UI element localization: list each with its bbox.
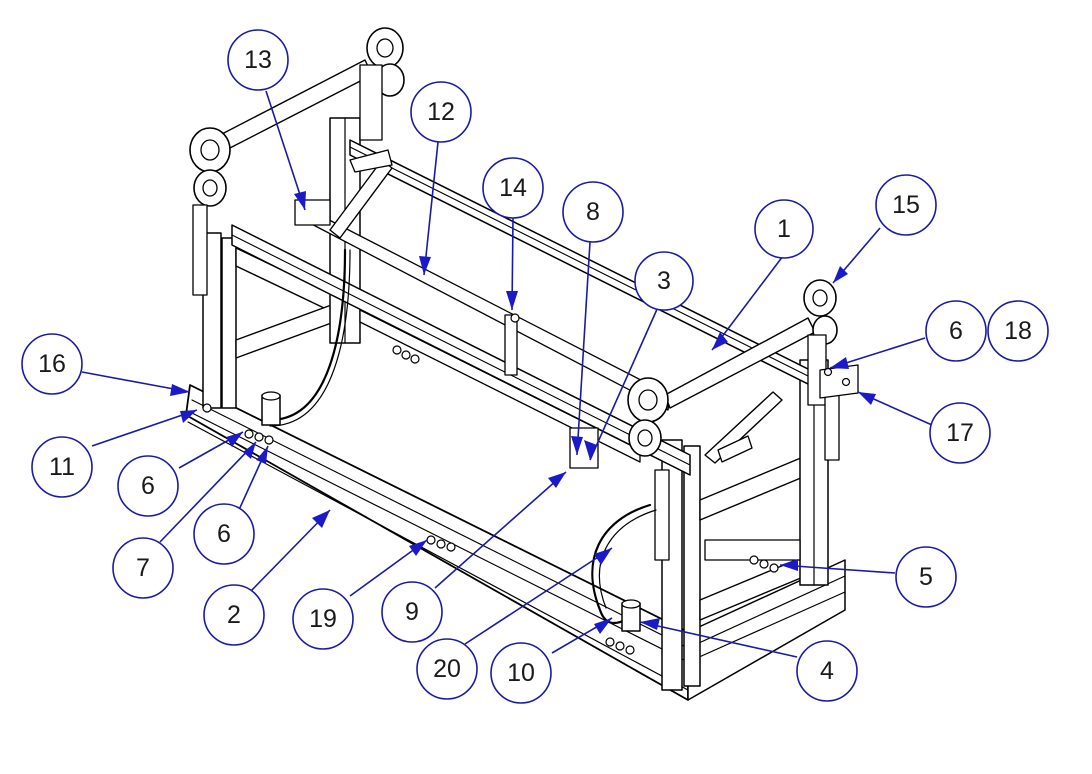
svg-text:3: 3	[657, 267, 671, 295]
svg-text:8: 8	[586, 198, 600, 226]
callout-6-left-upper: 6	[117, 455, 179, 517]
svg-text:6: 6	[141, 472, 155, 500]
bolts	[202, 313, 851, 655]
callout-6-right: 6	[925, 300, 987, 362]
svg-text:7: 7	[136, 554, 150, 582]
svg-text:19: 19	[309, 605, 337, 633]
handle-bars	[329, 149, 783, 464]
svg-text:13: 13	[244, 46, 272, 74]
svg-text:18: 18	[1004, 317, 1032, 345]
callout-4: 4	[796, 640, 858, 702]
callout-1: 1	[754, 199, 814, 259]
svg-text:16: 16	[38, 350, 66, 378]
callout-20: 20	[416, 638, 478, 700]
callout-9: 9	[381, 581, 443, 643]
callout-19: 19	[292, 588, 354, 650]
callout-6-left-lower: 6	[193, 503, 255, 565]
callout-18: 18	[987, 300, 1049, 362]
frame-drawing	[185, 27, 859, 701]
valves	[261, 391, 641, 632]
svg-text:11: 11	[49, 453, 75, 481]
svg-text:17: 17	[946, 419, 974, 447]
callouts: 1 2 3 4 5 6 6 6	[21, 29, 1049, 704]
callout-11: 11	[31, 436, 93, 498]
svg-text:5: 5	[919, 563, 933, 591]
callout-10: 10	[490, 642, 552, 704]
callout-3: 3	[634, 251, 694, 311]
callout-14: 14	[482, 157, 544, 219]
svg-text:6: 6	[949, 317, 963, 345]
callout-12: 12	[410, 81, 472, 143]
svg-text:20: 20	[433, 655, 461, 683]
svg-text:2: 2	[227, 601, 241, 629]
svg-text:12: 12	[427, 98, 455, 126]
svg-text:10: 10	[507, 659, 535, 687]
arrowheads	[170, 191, 876, 634]
svg-text:1: 1	[777, 215, 791, 243]
callout-7: 7	[112, 537, 174, 599]
svg-text:4: 4	[820, 657, 834, 685]
callout-17: 17	[929, 402, 991, 464]
callout-5: 5	[895, 546, 957, 608]
callout-16: 16	[21, 333, 83, 395]
callout-8: 8	[562, 181, 624, 243]
svg-text:15: 15	[892, 191, 920, 219]
rollers	[189, 27, 838, 457]
hoses	[268, 248, 657, 625]
callout-2: 2	[203, 584, 265, 646]
svg-text:6: 6	[217, 520, 231, 548]
callout-15: 15	[875, 174, 937, 236]
svg-text:9: 9	[405, 598, 419, 626]
svg-text:14: 14	[499, 174, 527, 202]
adjusters	[192, 64, 840, 561]
callout-13: 13	[227, 29, 289, 91]
